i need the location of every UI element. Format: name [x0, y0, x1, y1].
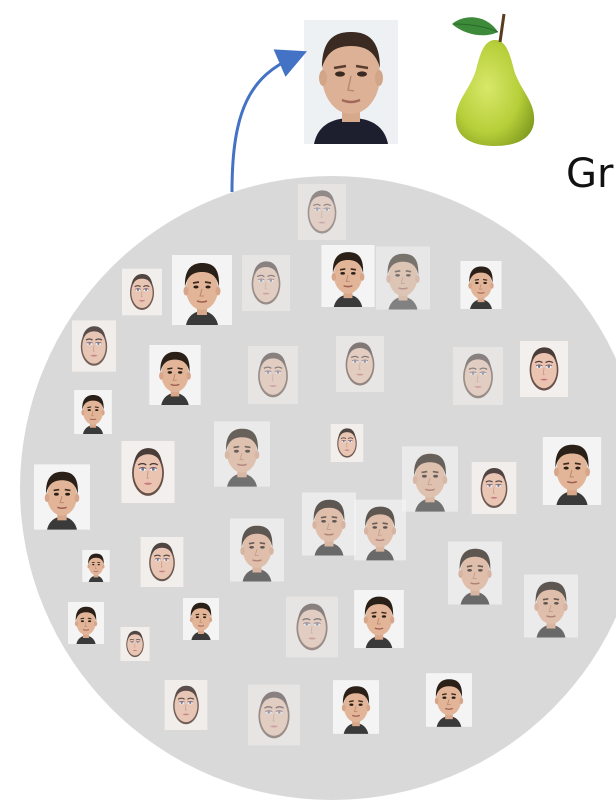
male-face-icon: [230, 518, 284, 582]
male-face-thumbnail: [402, 443, 458, 515]
male-face-thumbnail: [376, 242, 430, 314]
male-face-icon: [542, 437, 602, 505]
male-face-icon: [524, 574, 578, 638]
male-face-icon: [74, 390, 112, 434]
female-face-icon: [121, 441, 175, 503]
male-face-icon: [149, 345, 201, 405]
female-face-thumbnail: [134, 537, 190, 587]
male-face-icon: [354, 499, 406, 561]
female-face-icon: [520, 341, 568, 397]
male-face-thumbnail: [446, 261, 516, 309]
female-face-icon: [140, 537, 184, 587]
male-face-thumbnail: [214, 418, 270, 490]
female-face-icon: [286, 596, 338, 658]
female-face-thumbnail: [466, 462, 522, 514]
male-face-thumbnail: [333, 679, 379, 735]
male-face-thumbnail: [448, 537, 502, 609]
male-face-thumbnail: [61, 390, 125, 434]
female-face-thumbnail: [164, 680, 208, 730]
female-face-icon: [453, 347, 503, 405]
male-face-icon: [402, 446, 458, 512]
male-face-thumbnail: [524, 570, 578, 642]
male-face-thumbnail: [302, 488, 356, 560]
female-face-thumbnail: [298, 183, 346, 241]
female-face-thumbnail: [286, 596, 338, 658]
male-face-thumbnail: [34, 462, 90, 532]
pear-icon: [452, 13, 535, 146]
male-face-icon: [214, 421, 270, 487]
female-face-icon: [72, 320, 116, 372]
male-face-icon: [172, 255, 232, 325]
male-face-thumbnail: [354, 590, 404, 648]
male-face-thumbnail: [148, 345, 202, 405]
face-population-circle: [20, 176, 616, 800]
female-face-icon: [298, 184, 346, 240]
female-face-icon: [330, 424, 364, 462]
male-face-thumbnail: [426, 672, 472, 728]
target-face-icon: [304, 20, 398, 144]
female-face-icon: [336, 336, 384, 392]
male-face-icon: [333, 680, 379, 734]
female-face-thumbnail: [248, 684, 300, 746]
male-face-icon: [183, 598, 219, 640]
male-face-icon: [354, 590, 404, 648]
male-face-thumbnail: [172, 252, 232, 328]
male-face-thumbnail: [230, 514, 284, 586]
male-face-icon: [460, 261, 502, 309]
female-face-icon: [248, 346, 298, 404]
female-face-thumbnail: [248, 346, 298, 404]
male-face-thumbnail: [321, 245, 375, 307]
male-face-icon: [321, 245, 375, 307]
target-face-photo: [304, 20, 398, 144]
title-fragment: Gr: [566, 151, 614, 197]
male-face-icon: [82, 550, 110, 582]
female-face-thumbnail: [116, 627, 154, 661]
male-face-icon: [34, 464, 90, 530]
male-face-thumbnail: [68, 600, 104, 646]
female-face-icon: [164, 680, 208, 730]
male-face-icon: [448, 541, 502, 605]
male-face-thumbnail: [354, 494, 406, 566]
female-face-thumbnail: [242, 253, 290, 313]
female-face-icon: [248, 684, 300, 746]
male-face-thumbnail: [540, 437, 604, 505]
female-face-thumbnail: [520, 340, 568, 398]
female-face-thumbnail: [122, 267, 162, 317]
male-face-icon: [376, 246, 430, 310]
male-face-icon: [68, 602, 104, 644]
female-face-icon: [122, 268, 162, 316]
male-face-thumbnail: [72, 550, 120, 582]
female-face-thumbnail: [336, 334, 384, 394]
female-face-thumbnail: [318, 424, 376, 462]
male-face-icon: [302, 492, 356, 556]
female-face-icon: [242, 255, 290, 311]
female-face-icon: [120, 627, 150, 661]
male-face-thumbnail: [168, 598, 234, 640]
female-face-thumbnail: [452, 347, 504, 405]
female-face-thumbnail: [72, 320, 116, 372]
female-face-thumbnail: [121, 441, 175, 503]
male-face-icon: [426, 673, 472, 727]
female-face-icon: [471, 462, 517, 514]
